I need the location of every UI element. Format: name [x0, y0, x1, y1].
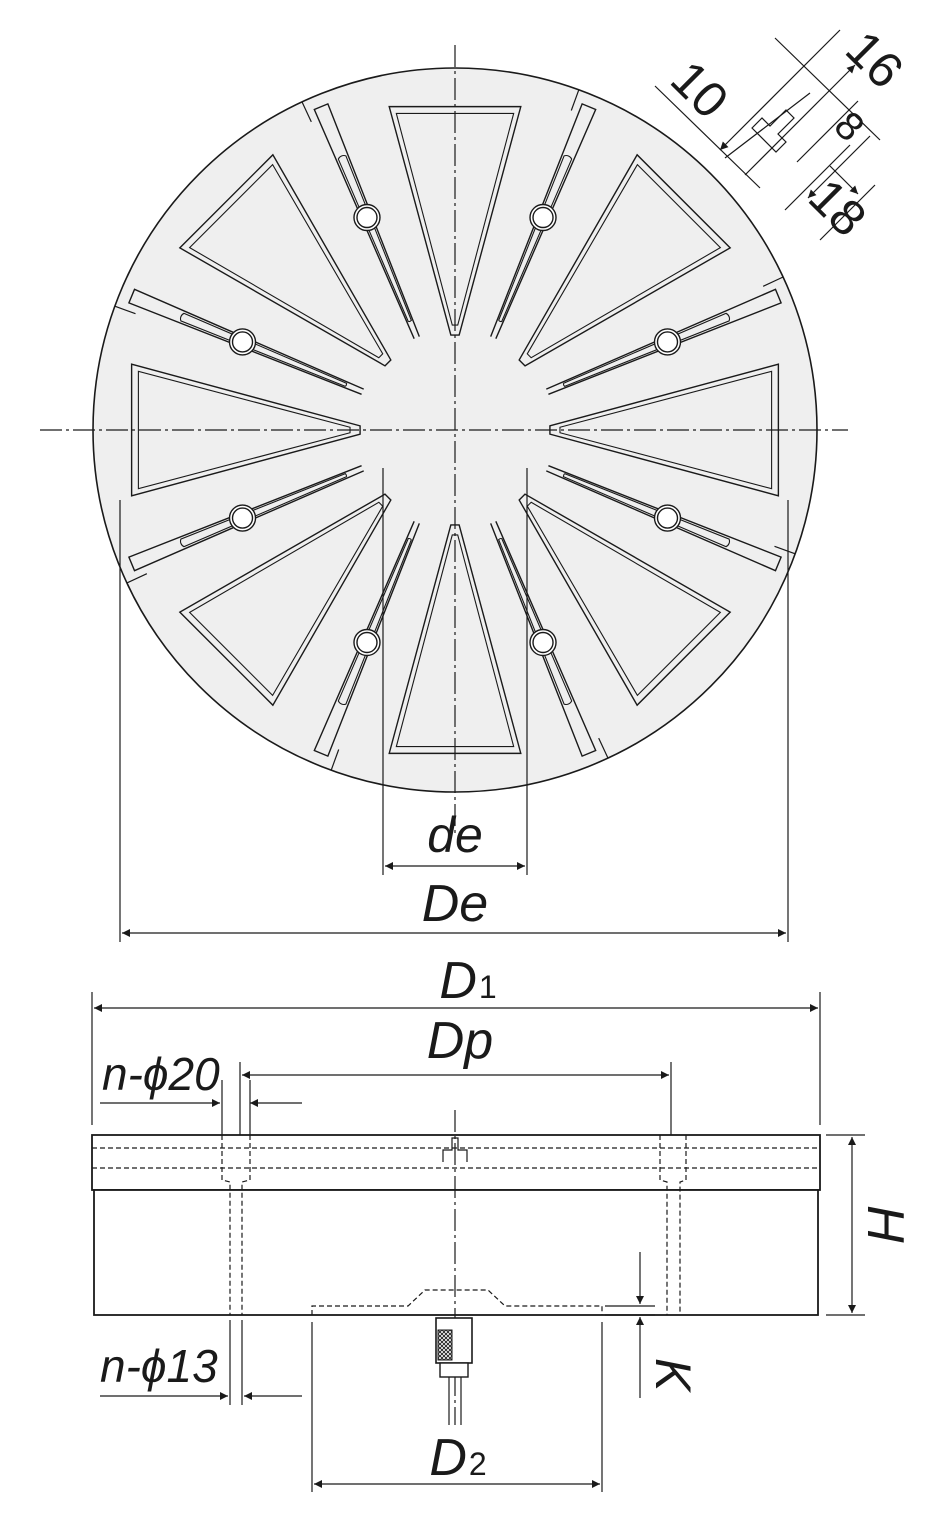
- label-H: H: [856, 1205, 914, 1243]
- label-D1: D1: [439, 952, 496, 1010]
- mounting-holes: [228, 203, 682, 657]
- mounting-hole: [356, 206, 378, 229]
- label-n-phi13: n-ϕ13: [100, 1340, 218, 1392]
- mounting-hole: [231, 507, 254, 529]
- pole-slot-inner: [497, 537, 573, 706]
- rim-separator: [774, 545, 796, 555]
- rim-separator: [570, 89, 580, 111]
- pole-wedge-inner: [526, 501, 722, 697]
- rim-separator: [330, 749, 340, 771]
- dim-18: 18: [798, 168, 877, 247]
- top-plate: [91, 1134, 821, 1191]
- pole-wedge-inner: [188, 163, 384, 359]
- mounting-hole: [353, 628, 381, 657]
- pole-wedge-outer: [518, 493, 732, 707]
- pole-slot-inner: [337, 537, 412, 706]
- pole-wedge-outer: [549, 363, 780, 497]
- rim-separator: [301, 101, 312, 123]
- pole-wedge-outer: [130, 363, 361, 497]
- mounting-hole: [529, 203, 557, 232]
- mounting-hole: [529, 628, 557, 657]
- dim-16: 16: [835, 20, 914, 99]
- mounting-hole: [653, 328, 682, 356]
- connector-knurl: [437, 1329, 453, 1361]
- mounting-hole: [231, 331, 254, 353]
- mounting-hole: [656, 331, 679, 353]
- mounting-hole: [653, 504, 682, 532]
- pole-wedge-outer: [518, 153, 732, 367]
- pole-slot-inner: [562, 473, 731, 548]
- rim-separator: [598, 737, 609, 759]
- mounting-hole: [356, 631, 378, 654]
- pole-wedge-outer: [178, 153, 392, 367]
- pole-wedge-outer: [178, 493, 392, 707]
- pole-slot-inner: [337, 154, 413, 323]
- pole-wedge-inner: [526, 163, 722, 359]
- mounting-hole: [228, 504, 257, 532]
- de-dimension: de: [382, 468, 528, 875]
- mounting-hole: [656, 507, 679, 529]
- pole-wedge-inner: [395, 534, 515, 748]
- pole-wedge-outer: [388, 524, 522, 755]
- side-view: D1 Dp n-ϕ20: [91, 952, 914, 1492]
- mounting-hole: [228, 328, 257, 356]
- chuck-body: [93, 1189, 819, 1316]
- label-D2: D2: [429, 1429, 486, 1487]
- mounting-hole: [532, 631, 554, 654]
- rim-separator: [114, 305, 136, 315]
- label-de: de: [427, 807, 483, 863]
- dim-10: 10: [660, 50, 739, 129]
- pole-slot-inner: [562, 312, 731, 388]
- pole-slot-inner: [179, 472, 348, 548]
- rim-separator: [762, 276, 784, 287]
- pole-wedge-outer: [388, 105, 522, 336]
- pole-slot-inner: [498, 154, 573, 323]
- De-dimension: De: [119, 500, 789, 942]
- label-De: De: [422, 875, 488, 933]
- pole-wedge-inner: [188, 501, 384, 697]
- label-n-phi20: n-ϕ20: [102, 1048, 220, 1100]
- label-Dp: Dp: [427, 1012, 493, 1070]
- mounting-hole: [353, 203, 381, 232]
- top-view: [40, 45, 848, 835]
- pole-slot-inner: [179, 312, 348, 387]
- pole-wedge-inner: [137, 370, 351, 490]
- pole-wedge-inner: [559, 370, 773, 490]
- label-K: K: [645, 1358, 701, 1394]
- rim-separator: [126, 573, 148, 584]
- mounting-hole: [532, 206, 554, 229]
- pole-wedge-inner: [395, 112, 515, 326]
